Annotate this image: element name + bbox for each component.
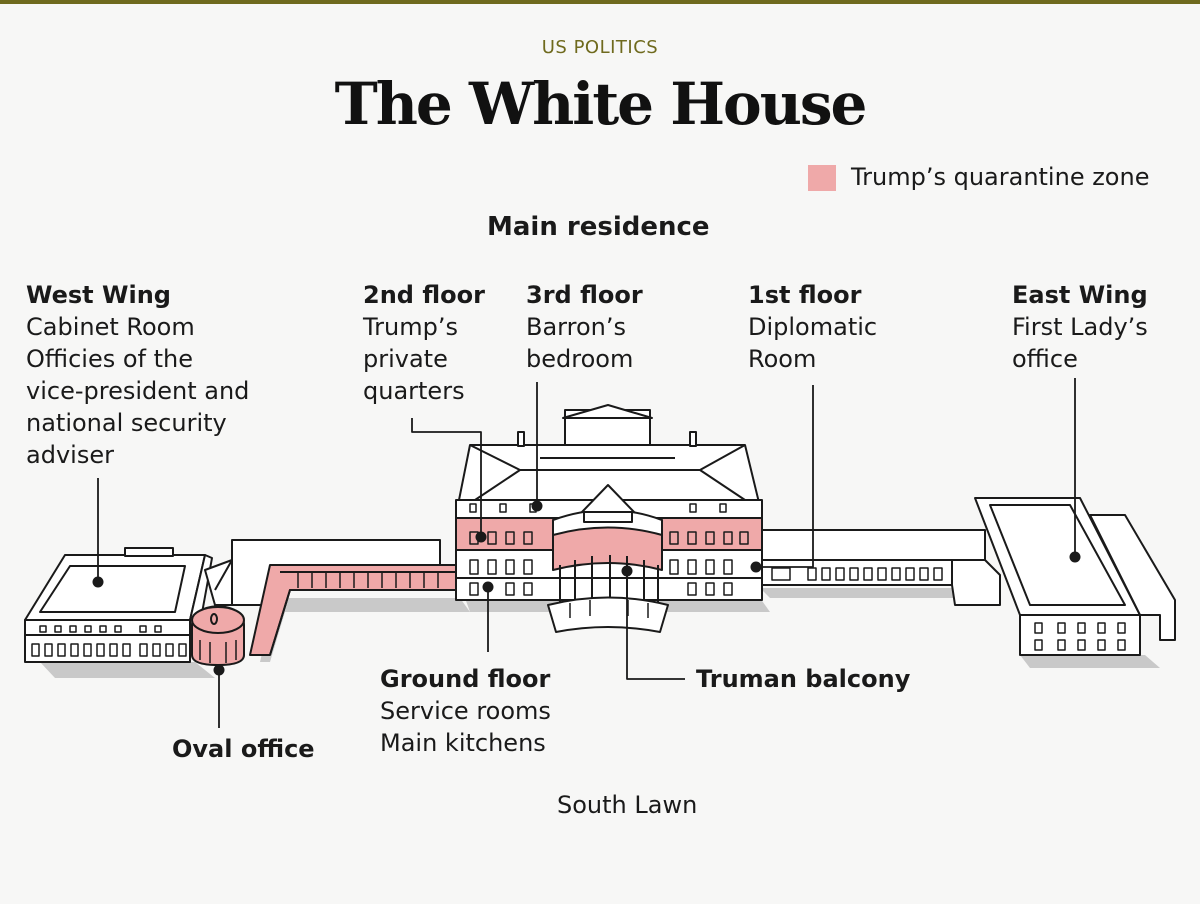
south-lawn-label: South Lawn — [557, 791, 698, 819]
leader-lines — [97, 378, 1076, 728]
second-floor-line: private — [363, 345, 448, 373]
first-floor-line: Diplomatic — [748, 313, 878, 341]
east-wing-line: First Lady’s — [1012, 313, 1148, 341]
leader-dots — [92, 500, 1081, 676]
ground-floor-label: Ground floor Service rooms Main kitchens — [380, 663, 551, 759]
oval-office-heading: Oval office — [172, 735, 315, 763]
second-floor-line: Trump’s — [363, 313, 458, 341]
third-floor-heading: 3rd floor — [526, 281, 643, 309]
third-floor-line: bedroom — [526, 345, 634, 373]
truman-balcony-label: Truman balcony — [696, 663, 910, 695]
top-rule — [0, 0, 1200, 4]
ground-floor-line: Service rooms — [380, 697, 551, 725]
first-floor-label: 1st floor Diplomatic Room — [748, 279, 877, 375]
west-wing-line: national security — [26, 409, 227, 437]
second-floor-heading: 2nd floor — [363, 281, 485, 309]
ground-floor-line: Main kitchens — [380, 729, 546, 757]
west-wing-heading: West Wing — [26, 281, 171, 309]
third-floor-label: 3rd floor Barron’s bedroom — [526, 279, 643, 375]
east-colonnade-drawing — [761, 529, 1001, 606]
east-wing-drawing — [974, 497, 1176, 656]
second-floor-line: quarters — [363, 377, 465, 405]
first-floor-heading: 1st floor — [748, 281, 862, 309]
west-wing-line: Cabinet Room — [26, 313, 195, 341]
first-floor-line: Room — [748, 345, 817, 373]
ground-floor-heading: Ground floor — [380, 665, 551, 693]
third-floor-line: Barron’s — [526, 313, 626, 341]
truman-balcony-heading: Truman balcony — [696, 665, 911, 693]
section-kicker: US POLITICS — [541, 37, 659, 58]
east-wing-label: East Wing First Lady’s office — [1012, 279, 1148, 375]
west-wing-line: adviser — [26, 441, 114, 469]
oval-office-drawing — [191, 605, 245, 666]
west-wing-label: West Wing Cabinet Room Officies of the v… — [26, 279, 249, 471]
legend-swatch — [808, 165, 836, 191]
main-residence-drawing — [455, 404, 763, 633]
west-colonnade-drawing — [231, 539, 461, 656]
page-title: The White House — [334, 70, 868, 138]
east-wing-heading: East Wing — [1012, 281, 1148, 309]
oval-office-label: Oval office — [172, 733, 315, 765]
west-wing-line: vice-president and — [26, 377, 250, 405]
east-wing-line: office — [1012, 345, 1078, 373]
legend-label: Trump’s quarantine zone — [851, 163, 1150, 191]
west-wing-line: Officies of the — [26, 345, 194, 373]
second-floor-label: 2nd floor Trump’s private quarters — [363, 279, 485, 407]
main-residence-heading: Main residence — [487, 212, 710, 242]
